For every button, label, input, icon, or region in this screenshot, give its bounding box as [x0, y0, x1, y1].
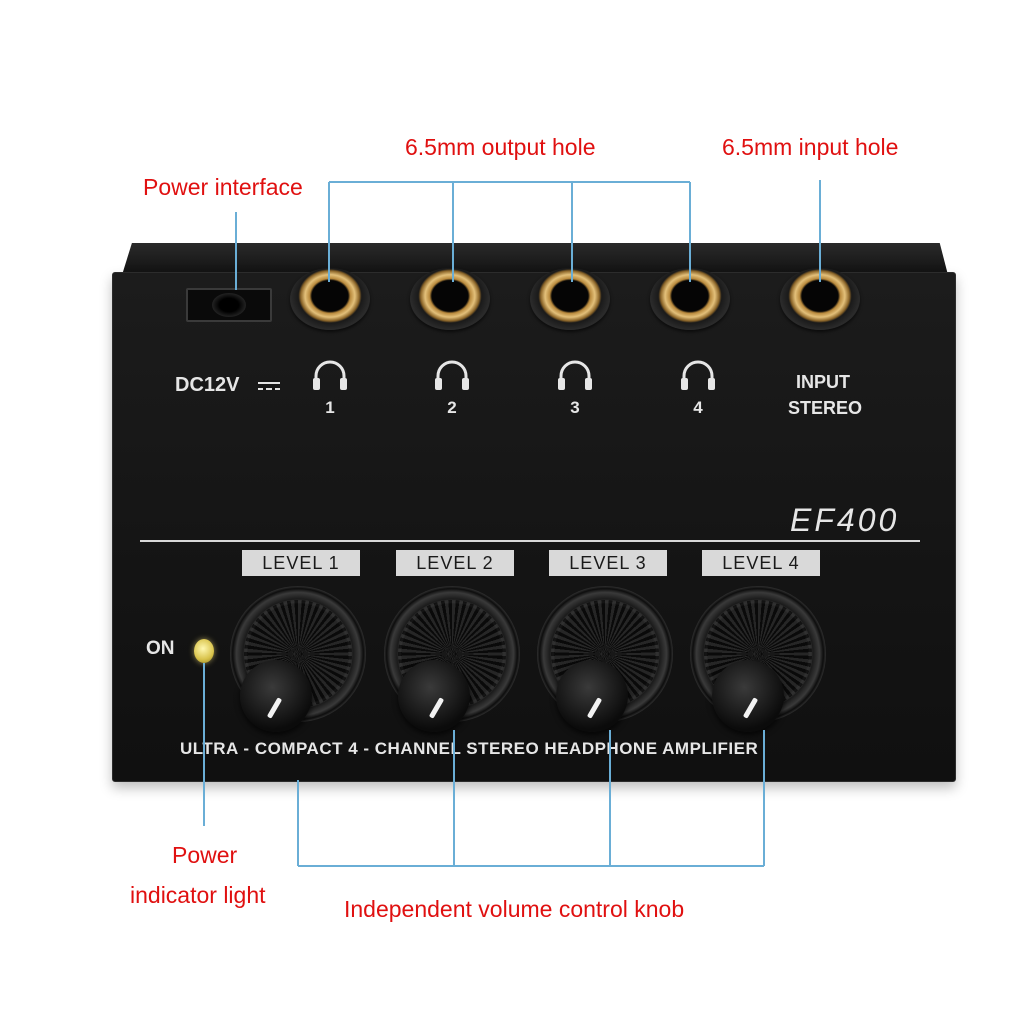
volume-knob-4[interactable]: [712, 660, 784, 732]
dc-power-jack: [186, 288, 272, 322]
level-label-3: LEVEL 3: [549, 550, 667, 576]
output-number: 2: [447, 398, 457, 417]
input-label-line2: STEREO: [788, 398, 863, 418]
callout-input-hole: 6.5mm input hole: [722, 134, 899, 160]
level-label-1: LEVEL 1: [242, 550, 360, 576]
output-jack-2: [410, 268, 490, 330]
callout-output-hole: 6.5mm output hole: [405, 134, 596, 160]
volume-knob-3[interactable]: [556, 660, 628, 732]
product-description: ULTRA - COMPACT 4 - CHANNEL STEREO HEADP…: [180, 739, 759, 758]
volume-knob-2[interactable]: [398, 660, 470, 732]
callout-power-indicator-line1: Power: [172, 842, 238, 868]
input-label-line1: INPUT: [796, 372, 850, 392]
headphone-icon: [558, 360, 592, 390]
power-led: [194, 639, 214, 663]
dc-symbol-icon: [258, 382, 280, 390]
on-label: ON: [146, 638, 175, 659]
level-label-4: LEVEL 4: [702, 550, 820, 576]
output-jack-3: [530, 268, 610, 330]
headphone-icon: [313, 360, 347, 390]
callout-power-indicator-line2: indicator light: [130, 882, 266, 908]
panel-divider: [140, 540, 920, 542]
knob-ring-3: [537, 586, 673, 722]
dc-label: DC12V: [175, 374, 240, 396]
headphone-icon: [435, 360, 469, 390]
callout-power-interface: Power interface: [143, 174, 303, 200]
output-number: 4: [693, 398, 703, 417]
output-number: 1: [325, 398, 335, 417]
headphone-icon: [681, 360, 715, 390]
callout-volume-knob: Independent volume control knob: [344, 896, 685, 922]
level-label-2: LEVEL 2: [396, 550, 514, 576]
volume-knob-1[interactable]: [240, 660, 312, 732]
output-number: 3: [570, 398, 580, 417]
model-label: EF400: [790, 502, 900, 538]
